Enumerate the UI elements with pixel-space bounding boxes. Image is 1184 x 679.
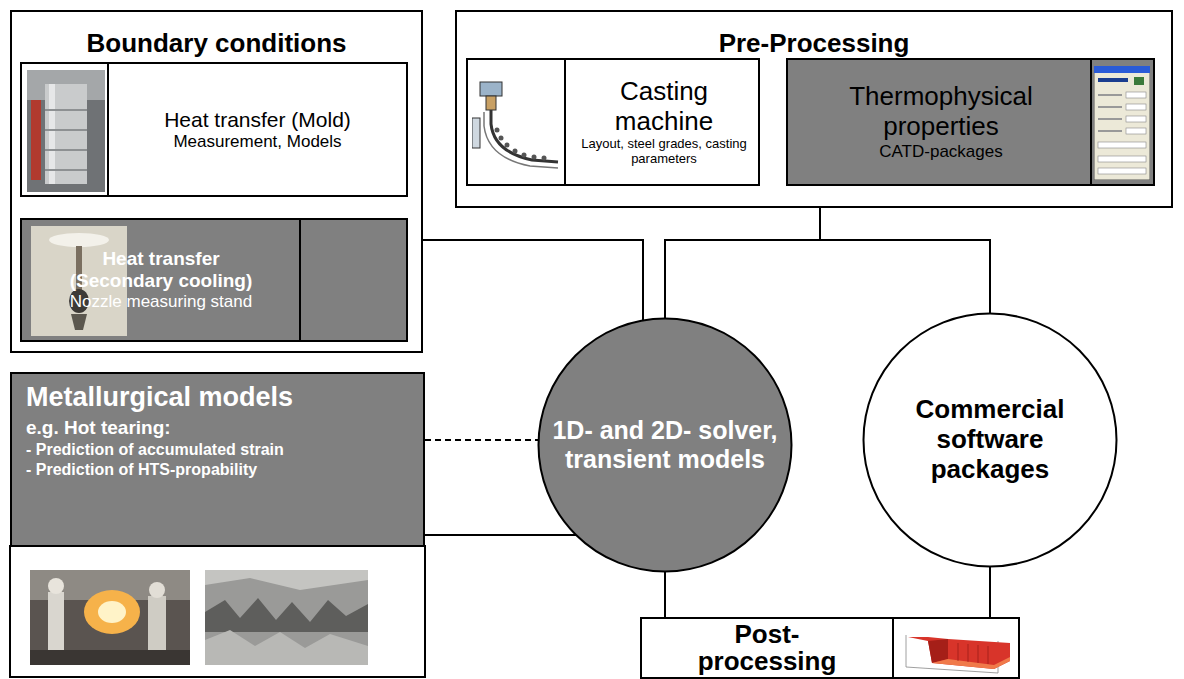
crack-surface-photo [205,570,368,665]
process-box: Heat transfer (Secondary cooling)Nozzle … [20,218,408,342]
node-title: Pre-Processing [719,29,910,59]
solver-circle: 1D- and 2D- solver, transient models [537,317,793,573]
text-area: Heat transfer (Mold)Measurement, Models [109,80,406,179]
foundry-photo [30,570,190,665]
node-body: - Prediction of HTS-propability [26,461,257,479]
node-title: Metallurgical models [26,382,293,413]
text-area: Heat transfer (Secondary cooling)Nozzle … [52,228,270,332]
result-surface-plot [898,623,1018,677]
node-body: Layout, steel grades, casting parameters [576,137,752,167]
text-area: Metallurgical models e.g. Hot tearing: - P… [26,382,418,540]
mold-photo [27,70,105,192]
node-title: Thermophysical properties [796,82,1086,142]
box-divider [107,64,109,195]
text-area: Thermophysical propertiesCATD-packages [796,66,1086,178]
node-title: Commercial software packages [890,395,1090,485]
text-area: Post- processing [687,620,847,676]
group-panel: Boundary conditions Heat transfer (Mold)… [10,10,423,353]
text-area: 1D- and 2D- solver, transient models [545,391,785,499]
node-body: Measurement, Models [173,132,341,152]
connector-line [423,240,643,320]
process-box: Post- processing [640,617,1020,679]
group-panel: Pre-Processing Casting machineLayout, st… [455,10,1173,208]
connector-line [989,567,991,617]
process-box: Heat transfer (Mold)Measurement, Models [20,62,408,197]
node-title: Heat transfer (Mold) [164,108,351,132]
dashed-connector [425,439,538,441]
box-divider [564,60,566,184]
connector-line [820,208,990,313]
process-box: Casting machineLayout, steel grades, cas… [466,58,760,186]
connector-line [665,208,820,318]
node-body: Nozzle measuring stand [70,292,252,312]
node-body: e.g. Hot tearing: [26,417,171,439]
process-box: Thermophysical propertiesCATD-packages [786,58,1155,186]
node-title: Heat transfer (Secondary cooling) [52,248,270,292]
node-title: Boundary conditions [87,29,347,59]
casting-machine-sketch [472,78,560,170]
software-circle: Commercial software packages [862,312,1118,568]
model-box: Metallurgical models e.g. Hot tearing: - P… [10,372,425,547]
text-area: Boundary conditions [12,24,421,64]
node-body: - Prediction of accumulated strain [26,441,284,459]
box-divider [1090,60,1092,184]
node-title: Post- processing [687,621,847,676]
node-body: CATD-packages [879,142,1002,162]
node-title: Casting machine [576,77,752,137]
software-window-screenshot [1094,66,1150,180]
box-divider [892,619,894,677]
text-area: Casting machineLayout, steel grades, cas… [576,66,752,178]
photo-panel [10,546,425,677]
text-area: Commercial software packages [890,372,1090,508]
box-divider [299,220,301,340]
node-title: 1D- and 2D- solver, transient models [545,416,785,474]
